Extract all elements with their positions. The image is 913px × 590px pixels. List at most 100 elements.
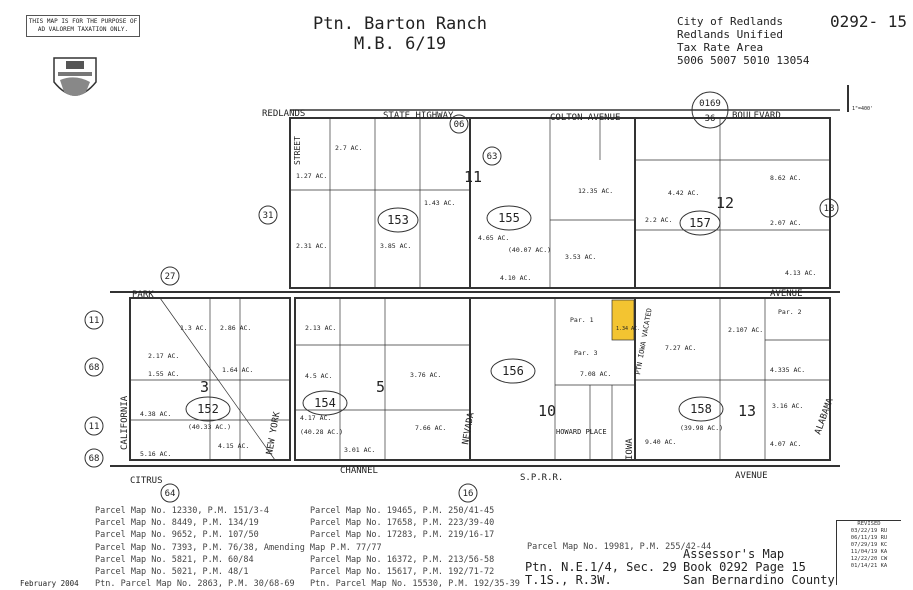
assessor-info: Assessor's Map Book 0292 Page 15 San Ber… <box>683 548 835 587</box>
parcel-acreage: 4.335 AC. <box>770 366 805 374</box>
block-number: 3 <box>200 378 209 396</box>
parcel-acreage: (40.33 AC.) <box>188 423 231 431</box>
street-howard-place: HOWARD PLACE <box>556 428 607 436</box>
street-avenue-bottom: AVENUE <box>735 471 768 481</box>
parcel-acreage: 2.107 AC. <box>728 326 763 334</box>
parcel-map-ref: Parcel Map No. 17283, P.M. 219/16-17 <box>310 530 495 541</box>
parcel-acreage: 2.07 AC. <box>770 219 801 227</box>
book-ref: 64 <box>165 489 176 499</box>
book-ref: 31 <box>263 211 274 221</box>
street-channel: CHANNEL <box>340 466 378 476</box>
parcel-acreage: 2.2 AC. <box>645 216 672 224</box>
parcel-acreage: 3.01 AC. <box>344 446 375 454</box>
parcel-acreage: 4.42 AC. <box>668 189 699 197</box>
revision-entry: 03/22/19 RU <box>850 528 888 534</box>
street-iowa-vacated: PTN IOWA VACATED <box>634 308 654 376</box>
parcel-acreage: 3.85 AC. <box>380 242 411 250</box>
parcel-map-ref: Parcel Map No. 5821, P.M. 60/84 <box>95 554 254 565</box>
parcel-acreage: 1.27 AC. <box>296 172 327 180</box>
block-number: 13 <box>738 402 756 420</box>
title-line1: Ptn. Barton Ranch <box>313 14 487 34</box>
county-seal-icon <box>53 57 97 96</box>
street-iowa: IOWA <box>625 438 635 460</box>
parcel-acreage: 4.07 AC. <box>770 440 801 448</box>
parcel-map-ref-extra: Parcel Map No. 19981, P.M. 255/42-44 <box>527 542 712 552</box>
parcel-acreage: (40.28 AC.) <box>300 428 343 436</box>
page-number: 153 <box>387 213 409 227</box>
parcel-acreage: 1.3 AC. <box>180 324 207 332</box>
street-citrus: CITRUS <box>130 476 163 486</box>
revision-entry: 06/11/19 RU <box>850 535 888 541</box>
parcel-acreage: 7.08 AC. <box>580 370 611 378</box>
map-number: 0292- 15 <box>830 12 908 31</box>
parcel-acreage: 2.13 AC. <box>305 324 336 332</box>
parcel-acreage: 4.38 AC. <box>140 410 171 418</box>
street-colton: COLTON AVENUE <box>550 113 620 123</box>
parcel-map: 1.34 AC. REDLANDS STATE HIGHWAY COLTON A… <box>84 85 873 503</box>
parcel-acreage: 4.13 AC. <box>785 269 816 277</box>
parcel-acreage: 2.31 AC. <box>296 242 327 250</box>
street-label: STREET <box>293 136 302 165</box>
parcel-label: Par. 3 <box>574 349 598 357</box>
highlighted-parcel <box>611 299 635 341</box>
assessor-line1: Assessor's Map <box>683 547 785 561</box>
parcel-map-ref: Parcel Map No. 7393, P.M. 76/38, Amendin… <box>95 542 382 553</box>
scale-label: 1"=400' <box>852 106 873 112</box>
parcel-acreage: 4.15 AC. <box>218 442 249 450</box>
map-title: Ptn. Barton Ranch M.B. 6/19 <box>300 14 500 54</box>
district-text: Redlands Unified <box>677 28 783 41</box>
parcel-acreage: 2.86 AC. <box>220 324 251 332</box>
parcel-map-ref: Parcel Map No. 19465, P.M. 250/41-45 <box>310 506 495 516</box>
parcel-acreage: 1.55 AC. <box>148 370 179 378</box>
street-california: CALIFORNIA <box>120 395 130 450</box>
parcel-map-ref: Ptn. Parcel Map No. 15530, P.M. 192/35-3… <box>310 579 520 590</box>
parcel-acreage: 2.17 AC. <box>148 352 179 360</box>
block-number: 10 <box>538 402 556 420</box>
parcel-acreage: 2.7 AC. <box>335 144 362 152</box>
block-number: 11 <box>464 168 482 186</box>
parcel-acreage: 4.10 AC. <box>500 274 531 282</box>
parcel-map-list-left: Parcel Map No. 12330, P.M. 151/3-4 Parce… <box>95 505 382 590</box>
title-line2: M.B. 6/19 <box>353 34 447 54</box>
parcel-acreage: 3.16 AC. <box>772 402 803 410</box>
parcel-acreage: 5.16 AC. <box>140 450 171 458</box>
parcel-acreage: 4.17 AC. <box>300 414 331 422</box>
parcel-acreage: 1.43 AC. <box>424 199 455 207</box>
street-nevada: NEVADA <box>461 411 477 445</box>
revision-entry: 12/22/20 CW <box>850 556 888 562</box>
parcel-map-ref: Parcel Map No. 16372, P.M. 213/56-58 <box>310 554 495 565</box>
parcel-label: Par. 1 <box>570 316 594 324</box>
street-new-york: NEW YORK <box>265 411 282 456</box>
parcel-acreage: 9.40 AC. <box>645 438 676 446</box>
disclaimer-box: THIS MAP IS FOR THE PURPOSE OF AD VALORE… <box>26 15 140 37</box>
parcel-acreage: 3.53 AC. <box>565 253 596 261</box>
section-info: Ptn. N.E.1/4, Sec. 29 T.1S., R.3W. <box>525 561 677 587</box>
section-line2: T.1S., R.3W. <box>525 573 612 587</box>
street-state-highway: STATE HIGHWAY <box>383 111 454 121</box>
revision-entry: 01/14/21 KA <box>850 563 888 569</box>
parcel-acreage: 1.64 AC. <box>222 366 253 374</box>
page-number: 158 <box>690 402 712 416</box>
book-ref: 68 <box>89 363 100 373</box>
book-ref: 27 <box>165 272 176 282</box>
revision-entry: 07/29/19 KC <box>850 542 888 548</box>
parcel-map-ref: Parcel Map No. 5021, P.M. 48/1 <box>95 567 249 578</box>
parcel-acreage: 12.35 AC. <box>578 187 613 195</box>
parcel-map-ref: Ptn. Parcel Map No. 2863, P.M. 30/68-69 <box>95 579 295 590</box>
parcel-acreage: 3.76 AC. <box>410 371 441 379</box>
street-redlands: REDLANDS <box>262 109 305 119</box>
tax-rate-info: City of Redlands Redlands Unified Tax Ra… <box>677 15 809 67</box>
city-text: City of Redlands <box>677 15 783 28</box>
parcel-map-ref: Parcel Map No. 8449, P.M. 134/19 <box>95 518 259 529</box>
street-alabama: ALABAMA <box>813 396 836 436</box>
book-ref: 11 <box>89 316 100 326</box>
book-ref: 68 <box>89 454 100 464</box>
parcel-map-ref: Parcel Map No. 9652, P.M. 107/50 <box>95 530 259 541</box>
street-park: PARK <box>132 290 154 300</box>
page-number: 152 <box>197 402 219 416</box>
parcel-label: Par. 2 <box>778 308 802 316</box>
highlighted-parcel-acreage: 1.34 AC. <box>616 326 640 332</box>
parcel-map-ref: Parcel Map No. 17658, P.M. 223/39-40 <box>310 518 495 529</box>
parcel-map-ref: Parcel Map No. 15617, P.M. 192/71-72 <box>310 567 495 577</box>
parcel-map-ref: Parcel Map No. 12330, P.M. 151/3-4 <box>95 506 269 516</box>
